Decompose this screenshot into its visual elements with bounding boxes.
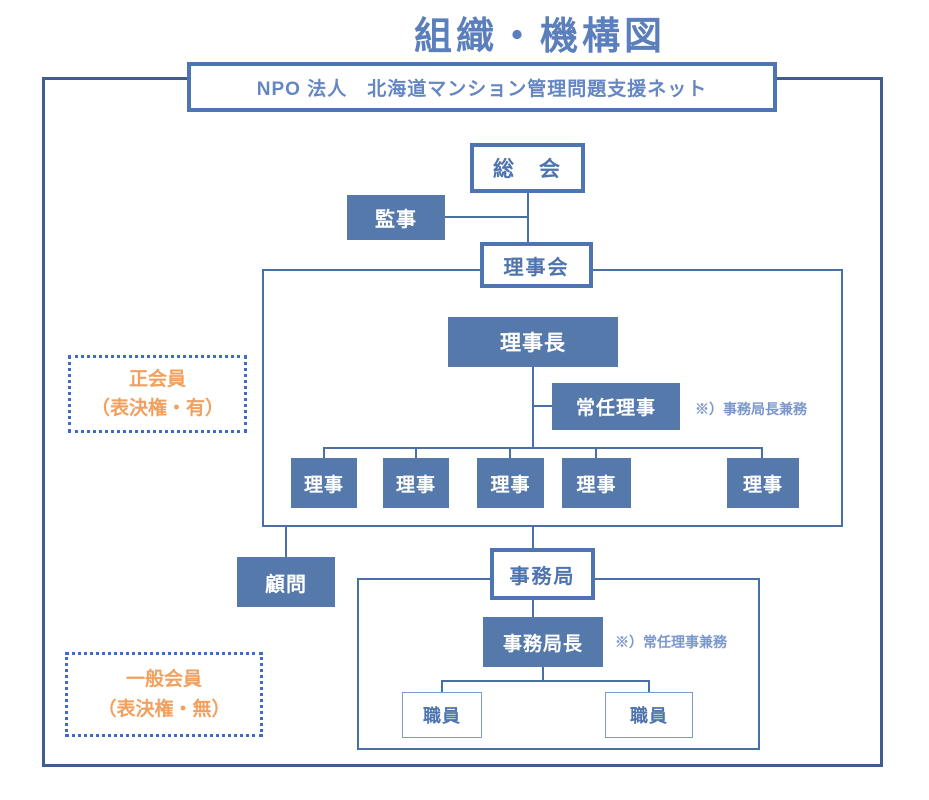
connector-director-3: [509, 447, 511, 459]
connector-directors-rail: [323, 447, 763, 449]
node-director-1: 理事: [291, 458, 357, 508]
node-director-2: 理事: [383, 458, 449, 508]
node-staff-1: 職員: [402, 692, 482, 738]
connector-staff-1: [441, 680, 443, 692]
node-auditor: 監事: [347, 195, 445, 240]
legend-general-member: 一般会員 （表決権・無）: [65, 652, 263, 737]
node-board: 理事会: [480, 242, 593, 288]
node-secretary-general: 事務局長: [483, 617, 603, 667]
secretary-general-note: ※）常任理事兼務: [615, 634, 727, 650]
connector-secretariat-stem: [532, 527, 534, 550]
legend-regular-member: 正会員 （表決権・有）: [68, 355, 247, 433]
connector-assembly-board: [527, 191, 529, 244]
node-director-4: 理事: [562, 458, 631, 508]
page-title: 組織・機構図: [413, 16, 666, 58]
connector-staff-stem: [542, 666, 544, 681]
connector-director-4: [595, 447, 597, 459]
node-secretariat: 事務局: [490, 548, 595, 600]
connector-secretary-general-stem: [532, 598, 534, 618]
connector-chairman-stem: [532, 366, 534, 449]
connector-director-5: [761, 447, 763, 459]
node-general-assembly: 総 会: [470, 143, 585, 193]
connector-staff-rail: [441, 680, 650, 682]
legend-general-member-line1: 一般会員: [125, 669, 202, 691]
connector-advisor-stem: [285, 527, 287, 557]
legend-regular-member-line2: （表決権・有）: [90, 398, 224, 419]
node-standing-director: 常任理事: [552, 383, 680, 430]
node-chairman: 理事長: [448, 317, 618, 367]
connector-staff-2: [648, 680, 650, 692]
connector-standing-director: [533, 405, 553, 407]
legend-general-member-line2: （表決権・無）: [97, 698, 231, 720]
node-director-3: 理事: [477, 458, 544, 508]
node-staff-2: 職員: [605, 692, 693, 738]
node-director-5: 理事: [727, 458, 799, 508]
node-advisor: 顧問: [237, 557, 335, 607]
standing-director-note: ※）事務局長兼務: [695, 401, 807, 417]
connector-auditor: [444, 216, 528, 218]
connector-director-2: [415, 447, 417, 459]
legend-regular-member-line1: 正会員: [128, 368, 186, 390]
connector-director-1: [323, 447, 325, 459]
organization-name-box: NPO 法人 北海道マンション管理問題支援ネット: [187, 62, 777, 112]
